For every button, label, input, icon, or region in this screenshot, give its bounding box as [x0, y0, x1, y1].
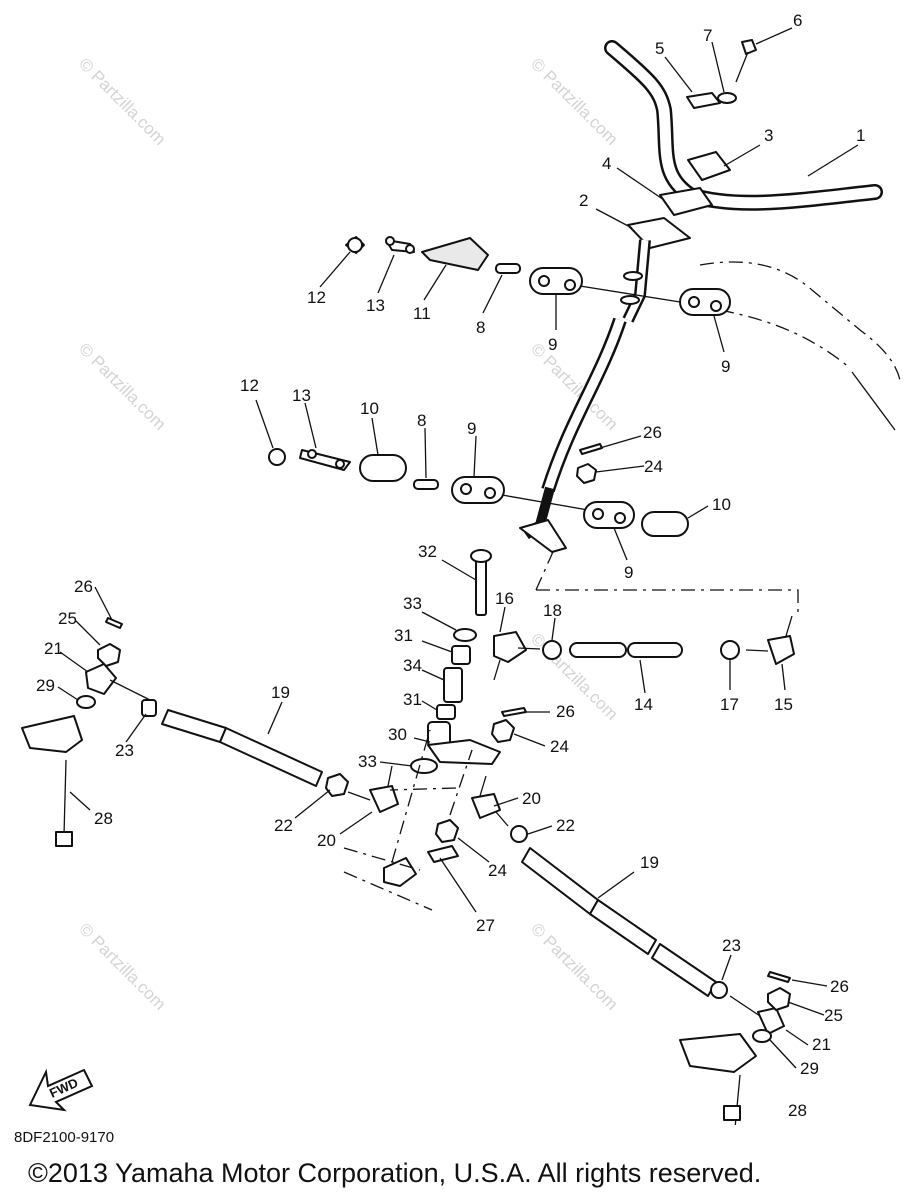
callout-18: 18 — [543, 601, 562, 620]
callout-13: 13 — [366, 296, 385, 315]
callout-22: 22 — [556, 816, 575, 835]
callout-26b: 26 — [556, 702, 575, 721]
middle-clamp-parts — [268, 448, 689, 537]
watermark: © Partzilla.com — [527, 54, 621, 148]
callout-23: 23 — [115, 741, 134, 760]
callout-numbers: 1 2 3 4 5 6 7 8 9 9 10 11 12 13 12 13 8 … — [36, 11, 865, 1120]
callout-16: 16 — [495, 589, 514, 608]
callout-10: 10 — [360, 399, 379, 418]
watermark: © Partzilla.com — [75, 339, 169, 433]
callout-33b: 33 — [358, 752, 377, 771]
callout-9: 9 — [548, 335, 557, 354]
callout-24: 24 — [644, 457, 663, 476]
callout-17: 17 — [720, 695, 739, 714]
callout-6: 6 — [793, 11, 802, 30]
callout-29b: 29 — [800, 1059, 819, 1078]
handlebar — [604, 40, 883, 211]
callout-25: 25 — [58, 609, 77, 628]
callout-12b: 12 — [240, 376, 259, 395]
upper-clamp-parts — [345, 236, 731, 316]
drawing-code: 8DF2100-9170 — [14, 1129, 115, 1146]
frame-outline — [699, 261, 901, 431]
callout-14: 14 — [634, 695, 653, 714]
callout-2: 2 — [579, 191, 588, 210]
center-tie-rod — [569, 615, 795, 665]
callout-33: 33 — [403, 594, 422, 613]
right-tie-rod — [471, 707, 791, 1161]
lower-bracket-parts — [383, 819, 459, 887]
callout-9b: 9 — [721, 357, 730, 376]
callout-31: 31 — [394, 626, 413, 645]
watermark: © Partzilla.com — [527, 919, 621, 1013]
watermark: © Partzilla.com — [75, 54, 169, 148]
center-parts — [410, 549, 562, 774]
callout-5: 5 — [655, 39, 664, 58]
copyright-notice: ©2013 Yamaha Motor Corporation, U.S.A. A… — [28, 1158, 762, 1188]
callout-11: 11 — [413, 304, 431, 323]
callout-30: 30 — [388, 725, 407, 744]
watermark: © Partzilla.com — [75, 919, 169, 1013]
callout-7: 7 — [703, 26, 712, 45]
callout-10b: 10 — [712, 495, 731, 514]
callout-8: 8 — [476, 318, 485, 337]
callout-19b: 19 — [640, 853, 659, 872]
callout-23b: 23 — [722, 936, 741, 955]
callout-26c: 26 — [74, 577, 93, 596]
left-tie-rod — [21, 617, 399, 847]
callout-20b: 20 — [317, 831, 336, 850]
callout-12: 12 — [307, 288, 326, 307]
steering-column — [519, 239, 651, 553]
callout-4: 4 — [602, 154, 611, 173]
exploded-view-drawing: © Partzilla.com © Partzilla.com © Partzi… — [21, 11, 901, 1163]
callout-24c: 24 — [488, 861, 507, 880]
callout-32: 32 — [418, 542, 437, 561]
callout-26d: 26 — [830, 977, 849, 996]
callout-20: 20 — [522, 789, 541, 808]
fwd-arrow: FWD — [28, 1068, 94, 1112]
assembly-lines — [343, 544, 799, 911]
column-nut-parts — [576, 443, 603, 484]
callout-9c: 9 — [467, 419, 476, 438]
callout-19: 19 — [271, 683, 290, 702]
handlebar-holder — [627, 39, 757, 249]
callout-29: 29 — [36, 676, 55, 695]
callout-24b: 24 — [550, 737, 569, 756]
callout-26: 26 — [643, 423, 662, 442]
callout-21b: 21 — [812, 1035, 831, 1054]
callout-1: 1 — [856, 126, 865, 145]
callout-34: 34 — [403, 656, 422, 675]
callout-28b: 28 — [788, 1101, 807, 1120]
callout-3: 3 — [764, 126, 773, 145]
leader-lines — [57, 27, 859, 1163]
callout-25b: 25 — [824, 1006, 843, 1025]
callout-21: 21 — [44, 639, 63, 658]
callout-27: 27 — [476, 916, 495, 935]
callout-28: 28 — [94, 809, 113, 828]
callout-31b: 31 — [403, 690, 422, 709]
callout-9d: 9 — [624, 563, 633, 582]
callout-13b: 13 — [292, 386, 311, 405]
callout-8b: 8 — [417, 411, 426, 430]
callout-22b: 22 — [274, 816, 293, 835]
callout-15: 15 — [774, 695, 793, 714]
